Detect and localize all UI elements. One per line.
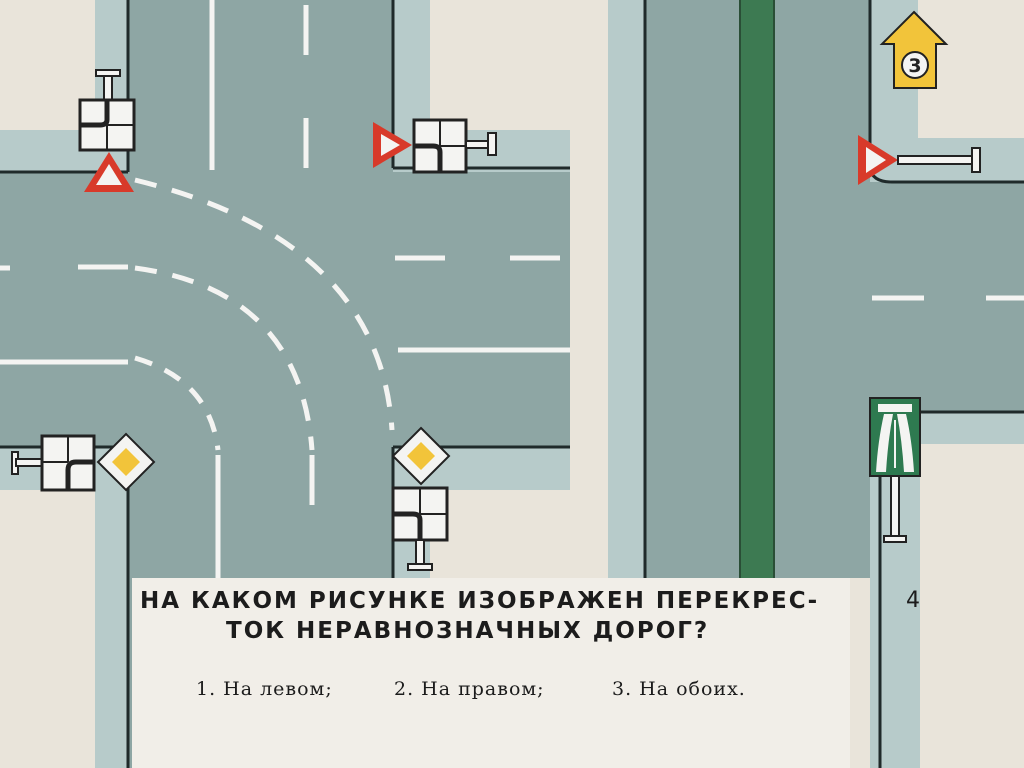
turn-marking (134, 265, 315, 451)
direction-sign-number: 3 (908, 55, 921, 77)
intersection-plate-sign (40, 434, 96, 492)
sign-group-bottom-center (391, 426, 451, 571)
sign-post (95, 69, 121, 77)
give-way-sign (858, 135, 898, 185)
question-text: НА КАКОМ РИСУНКЕ ИЗОБРАЖЕН ПЕРЕКРЕС- ТОК… (140, 586, 840, 646)
priority-road-sign (391, 426, 451, 486)
intersection-plate-sign (391, 486, 449, 542)
sign-group-bottom-left (11, 432, 156, 492)
turn-marking (134, 177, 395, 431)
question-line-2: ТОК НЕРАВНОЗНАЧНЫХ ДОРОГ? (226, 618, 710, 644)
sign-group-top-center (373, 118, 497, 174)
sign-group-top-left (78, 69, 136, 192)
direction-ahead-sign: 3 (879, 10, 949, 89)
sign-post (487, 132, 497, 156)
intersection-plate-sign (78, 98, 136, 152)
answer-option-2[interactable]: 2. На правом; (394, 678, 545, 700)
answer-option-3[interactable]: 3. На обоих. (612, 678, 746, 700)
sign-post (971, 147, 981, 173)
right-intersection: 3 (608, 0, 1024, 768)
sign-post (407, 563, 433, 571)
left-intersection (0, 0, 572, 768)
answer-option-1[interactable]: 1. На левом; (196, 678, 333, 700)
page-number: 4 (906, 588, 920, 613)
give-way-sign (373, 122, 412, 168)
sign-post (890, 475, 900, 539)
turn-marking (134, 355, 221, 451)
intersection-plate-sign (412, 118, 468, 174)
sign-post (415, 539, 425, 567)
sign-post (897, 155, 977, 165)
median-strip (740, 0, 774, 578)
sign-post (883, 535, 907, 543)
motorway-sign (869, 397, 921, 477)
priority-road-sign (96, 432, 156, 492)
sign-post (15, 458, 45, 467)
question-line-1: НА КАКОМ РИСУНКЕ ИЗОБРАЖЕН ПЕРЕКРЕС- (140, 588, 820, 614)
horizontal-road (0, 172, 570, 447)
give-way-sign (84, 152, 134, 192)
caption-panel (132, 578, 850, 768)
